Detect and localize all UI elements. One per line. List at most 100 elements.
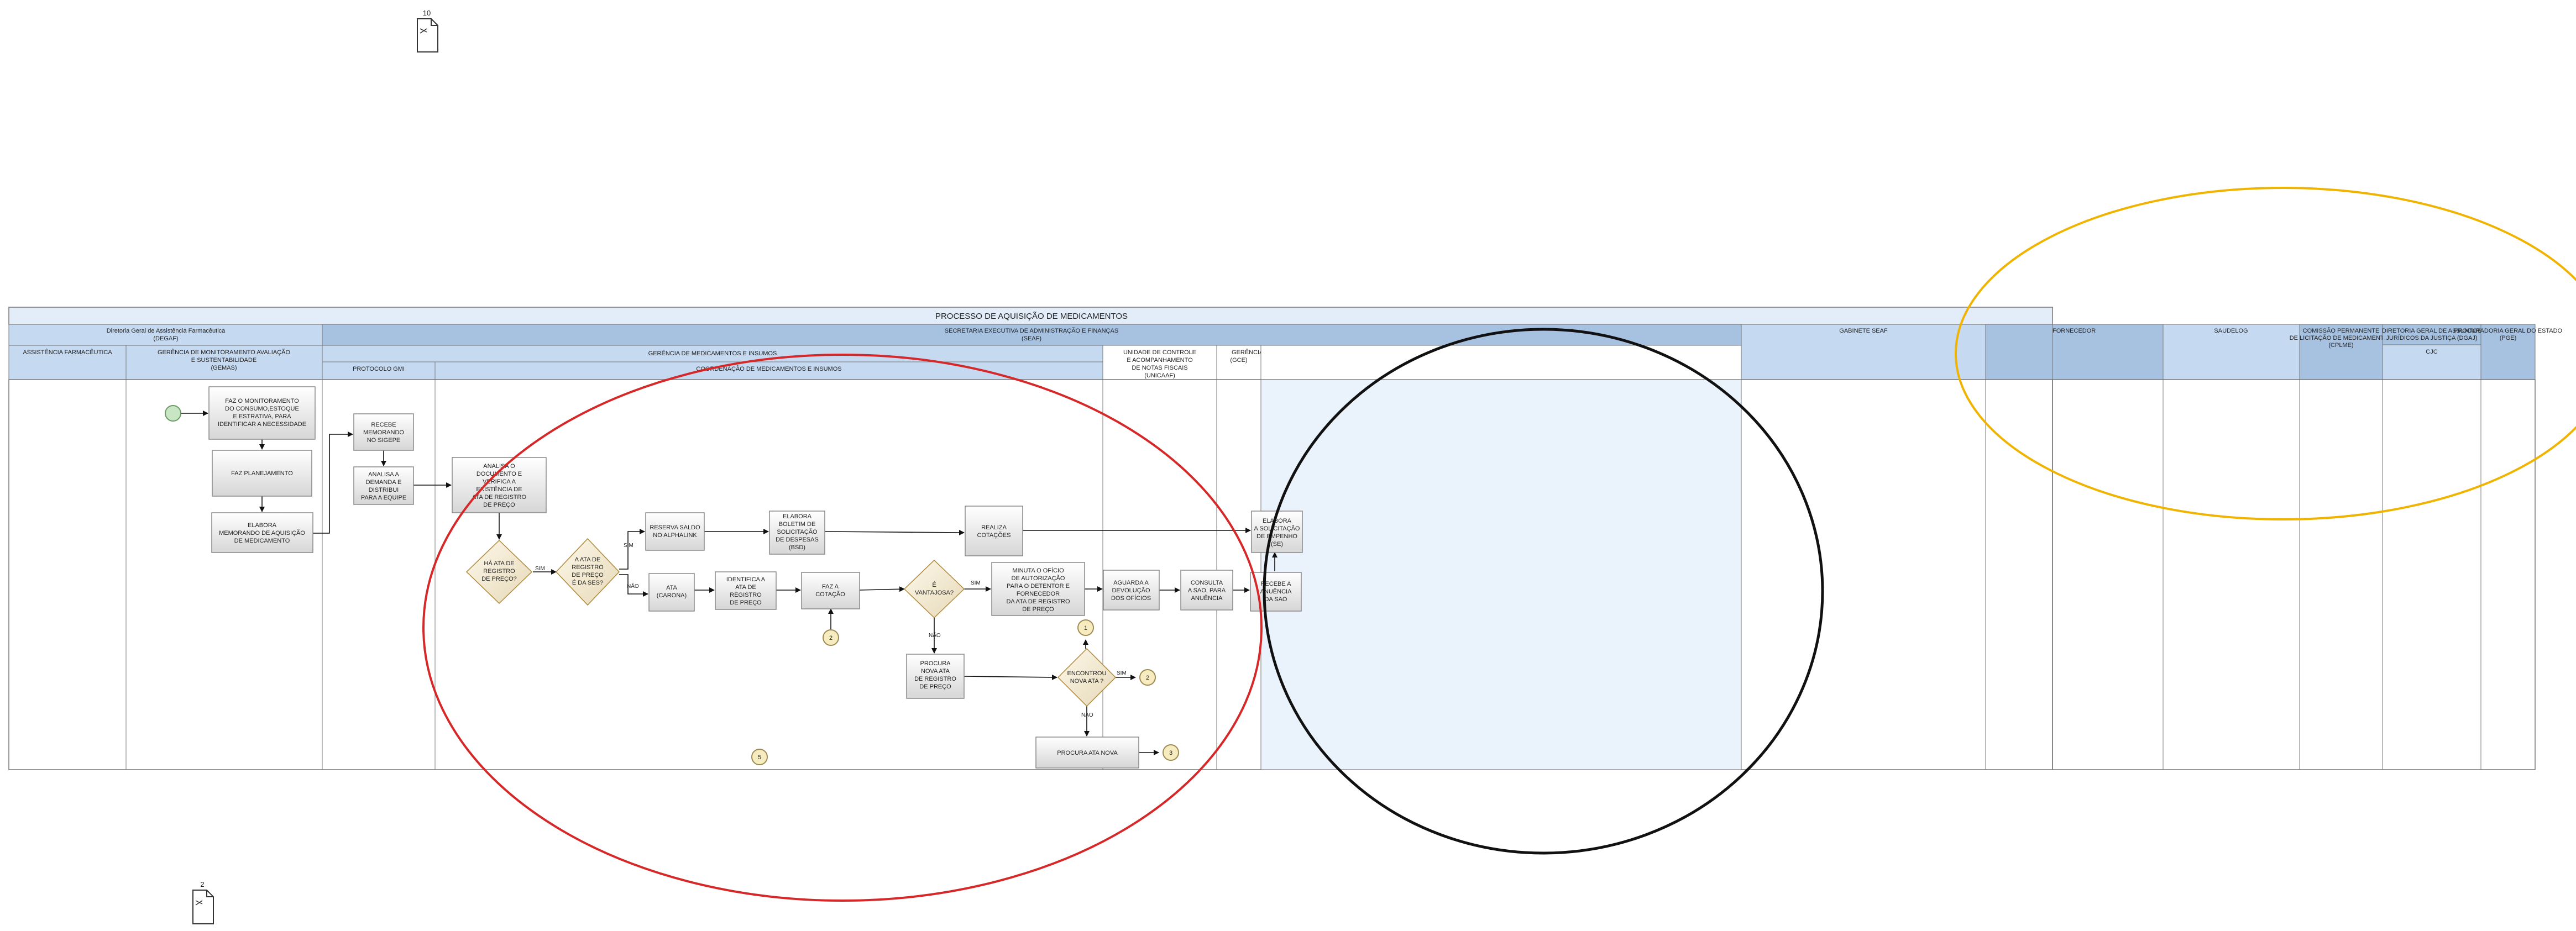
svg-text:PARA A EQUIPE: PARA A EQUIPE [361,495,406,501]
task-faz-planejamento: FAZ PLANEJAMENTO [212,450,312,497]
svg-text:PARA O DETENTOR E: PARA O DETENTOR E [1007,583,1070,590]
svg-text:A SAO, PARA: A SAO, PARA [1188,587,1226,594]
svg-text:(BSD): (BSD) [789,544,805,551]
svg-text:REGISTRO: REGISTRO [572,564,604,571]
connector-2-right: 2 [1139,669,1156,686]
label-sim-4: SIM [1117,670,1127,676]
annotation-yellow-ellipse [1955,187,2576,520]
task-analisa-demanda: ANALISA A DEMANDA E DISTRIBUI PARA A EQU… [353,466,414,505]
svg-text:DEMANDA E: DEMANDA E [366,479,402,486]
decision-encontrou-nova-ata: ENCONTROU NOVA ATA ? [1057,648,1117,707]
connector-5: 5 [751,749,768,765]
lane-gemas-line3: (GEMAS) [211,365,237,371]
label-nao-3: NAO [1081,712,1093,718]
lane-gabinete: GABINETE SEAF [1839,328,1888,334]
svg-text:RESERVA SALDO: RESERVA SALDO [650,524,700,531]
decision-ha-ata: HÁ ATA DE REGISTRO DE PREÇO? [465,539,533,604]
svg-text:HÁ ATA DE: HÁ ATA DE [484,560,514,567]
svg-text:NOVA ATA ?: NOVA ATA ? [1070,678,1104,685]
edge-cotacao-vantajosa [859,586,905,592]
task-procura-ata-nova: PROCURA ATA NOVA [1035,737,1139,769]
svg-text:MEMORANDO DE AQUISIÇÃO: MEMORANDO DE AQUISIÇÃO [219,529,305,536]
svg-text:NO SIGEPE: NO SIGEPE [367,437,401,444]
lane-bodies [8,379,2536,770]
annotation-black-ellipse [1263,328,1824,855]
svg-text:DE PREÇO: DE PREÇO [730,599,762,606]
header-dgaf-line1: Diretoria Geral de Assistência Farmacêut… [107,328,226,334]
label-sim-3: SIM [971,580,981,586]
label-nao-2: NÃO [929,632,941,639]
svg-text:DE PREÇO: DE PREÇO [572,572,604,578]
svg-text:É: É [932,581,936,588]
lane-cplme-line2: DE LICITAÇÃO DE MEDICAMENTOS [2290,334,2393,341]
svg-text:IDENTIFICA A: IDENTIFICA A [726,576,766,583]
task-minuta-oficio: MINUTA O OFÍCIO DE AUTORIZAÇÃO PARA O DE… [991,562,1085,616]
task-elabora-bsd: ELABORA BOLETIM DE SOLICITAÇÃO DE DESPES… [769,511,825,555]
label-sim-1: SIM [535,566,545,572]
label-nao-1: NÃO [627,582,639,590]
svg-text:DE EMPENHO: DE EMPENHO [1256,533,1297,540]
lane-saudelog: SAUDELOG [2214,328,2248,334]
svg-text:IDENTIFICAR A NECESSIDADE: IDENTIFICAR A NECESSIDADE [218,421,306,428]
decision-e-vantajosa: É VANTAJOSA? [903,559,965,619]
svg-text:E ESTRATIVA, PARA: E ESTRATIVA, PARA [233,413,291,420]
svg-text:(SE): (SE) [1271,541,1283,548]
svg-text:ANUÊNCIA: ANUÊNCIA [1191,595,1223,602]
task-elabora-memorando: ELABORA MEMORANDO DE AQUISIÇÃO DE MEDICA… [211,512,313,553]
svg-text:1: 1 [1084,625,1087,632]
svg-text:DO CONSUMO,ESTOQUE: DO CONSUMO,ESTOQUE [225,406,299,412]
svg-text:DE REGISTRO: DE REGISTRO [914,676,956,682]
task-ata-carona: ATA (CARONA) [648,573,695,612]
task-elabora-solicitacao: ELABORA A SOLICITAÇÃO DE EMPENHO (SE) [1251,511,1303,553]
edge-procura-encontrou [964,674,1057,680]
svg-text:REALIZA: REALIZA [981,524,1007,531]
task-recebe-memorando: RECEBE MEMORANDO NO SIGEPE [353,413,414,451]
svg-text:5: 5 [758,754,761,761]
svg-text:RECEBE A: RECEBE A [1260,581,1291,587]
lane-gemas-line1: GERÊNCIA DE MONITORAMENTO AVALIAÇÃO [158,349,290,356]
svg-text:DISTRIBUI: DISTRIBUI [369,487,399,493]
header-seaf-line2: (SEAF) [1022,335,1041,342]
lane-assistencia: ASSISTÊNCIA FARMACÊUTICA [23,349,112,356]
annotation-red-ellipse [422,354,1263,902]
svg-text:COTAÇÕES: COTAÇÕES [977,532,1011,539]
pool-header: PROCESSO DE AQUISIÇÃO DE MEDICAMENTOS Di… [8,307,2563,380]
svg-text:FAZ O MONITORAMENTO: FAZ O MONITORAMENTO [225,398,299,404]
connector-3: 3 [1163,744,1179,761]
page-ref-top-icon: 10 [417,9,438,52]
svg-text:ATA DE: ATA DE [735,584,756,591]
svg-text:DE PREÇO: DE PREÇO [919,683,951,690]
svg-text:ELABORA: ELABORA [1263,518,1292,524]
lane-dgaj-line2: JURÍDICOS DA JUSTIÇA (DGAJ) [2386,334,2477,341]
svg-text:REGISTRO: REGISTRO [730,592,762,598]
decision-ata-da-ses: A ATA DE REGISTRO DE PREÇO É DA SES? [555,538,620,606]
start-event [165,405,181,422]
lane-cmi: COORDENAÇÃO DE MEDICAMENTOS E INSUMOS [696,365,841,372]
svg-text:ATA DE REGISTRO: ATA DE REGISTRO [472,494,526,501]
svg-text:ANUÊNCIA: ANUÊNCIA [1260,588,1292,595]
lane-pge-line1: PROCURADORIA GERAL DO ESTADO [2454,328,2563,334]
lane-unicaaf-line3: DE NOTAS FISCAIS [1132,365,1187,371]
svg-text:DOCUMENTO E: DOCUMENTO E [477,471,522,477]
svg-text:É DA SES?: É DA SES? [572,579,603,586]
svg-text:NOVA ATA: NOVA ATA [921,668,950,675]
svg-text:REGISTRO: REGISTRO [483,568,515,575]
svg-text:RECEBE: RECEBE [371,422,396,428]
svg-text:DE PREÇO?: DE PREÇO? [481,576,517,582]
svg-text:CONSULTA: CONSULTA [1191,580,1223,586]
svg-text:ATA: ATA [666,585,677,591]
lane-pge-line2: (PGE) [2500,335,2517,341]
svg-text:ELABORA: ELABORA [248,522,277,529]
lane-dgaj-line1: DIRETORIA GERAL DE ASSUNTOS [2382,328,2481,334]
label-sim-2: SIM [624,543,633,549]
svg-text:BOLETIM DE: BOLETIM DE [779,521,816,528]
edge-memorando-recebe [313,432,353,534]
svg-text:VANTAJOSA?: VANTAJOSA? [915,590,954,596]
lane-gemas-line2: E SUSTENTABILIDADE [191,357,256,364]
svg-text:FAZ PLANEJAMENTO: FAZ PLANEJAMENTO [231,470,293,477]
task-analisa-documento: ANALISA O DOCUMENTO E VERIFICA A EXISTÊN… [452,457,547,513]
task-faz-monitoramento: FAZ O MONITORAMENTO DO CONSUMO,ESTOQUE E… [208,386,316,440]
svg-text:3: 3 [1169,750,1172,756]
svg-text:FORNECEDOR: FORNECEDOR [1017,591,1060,597]
